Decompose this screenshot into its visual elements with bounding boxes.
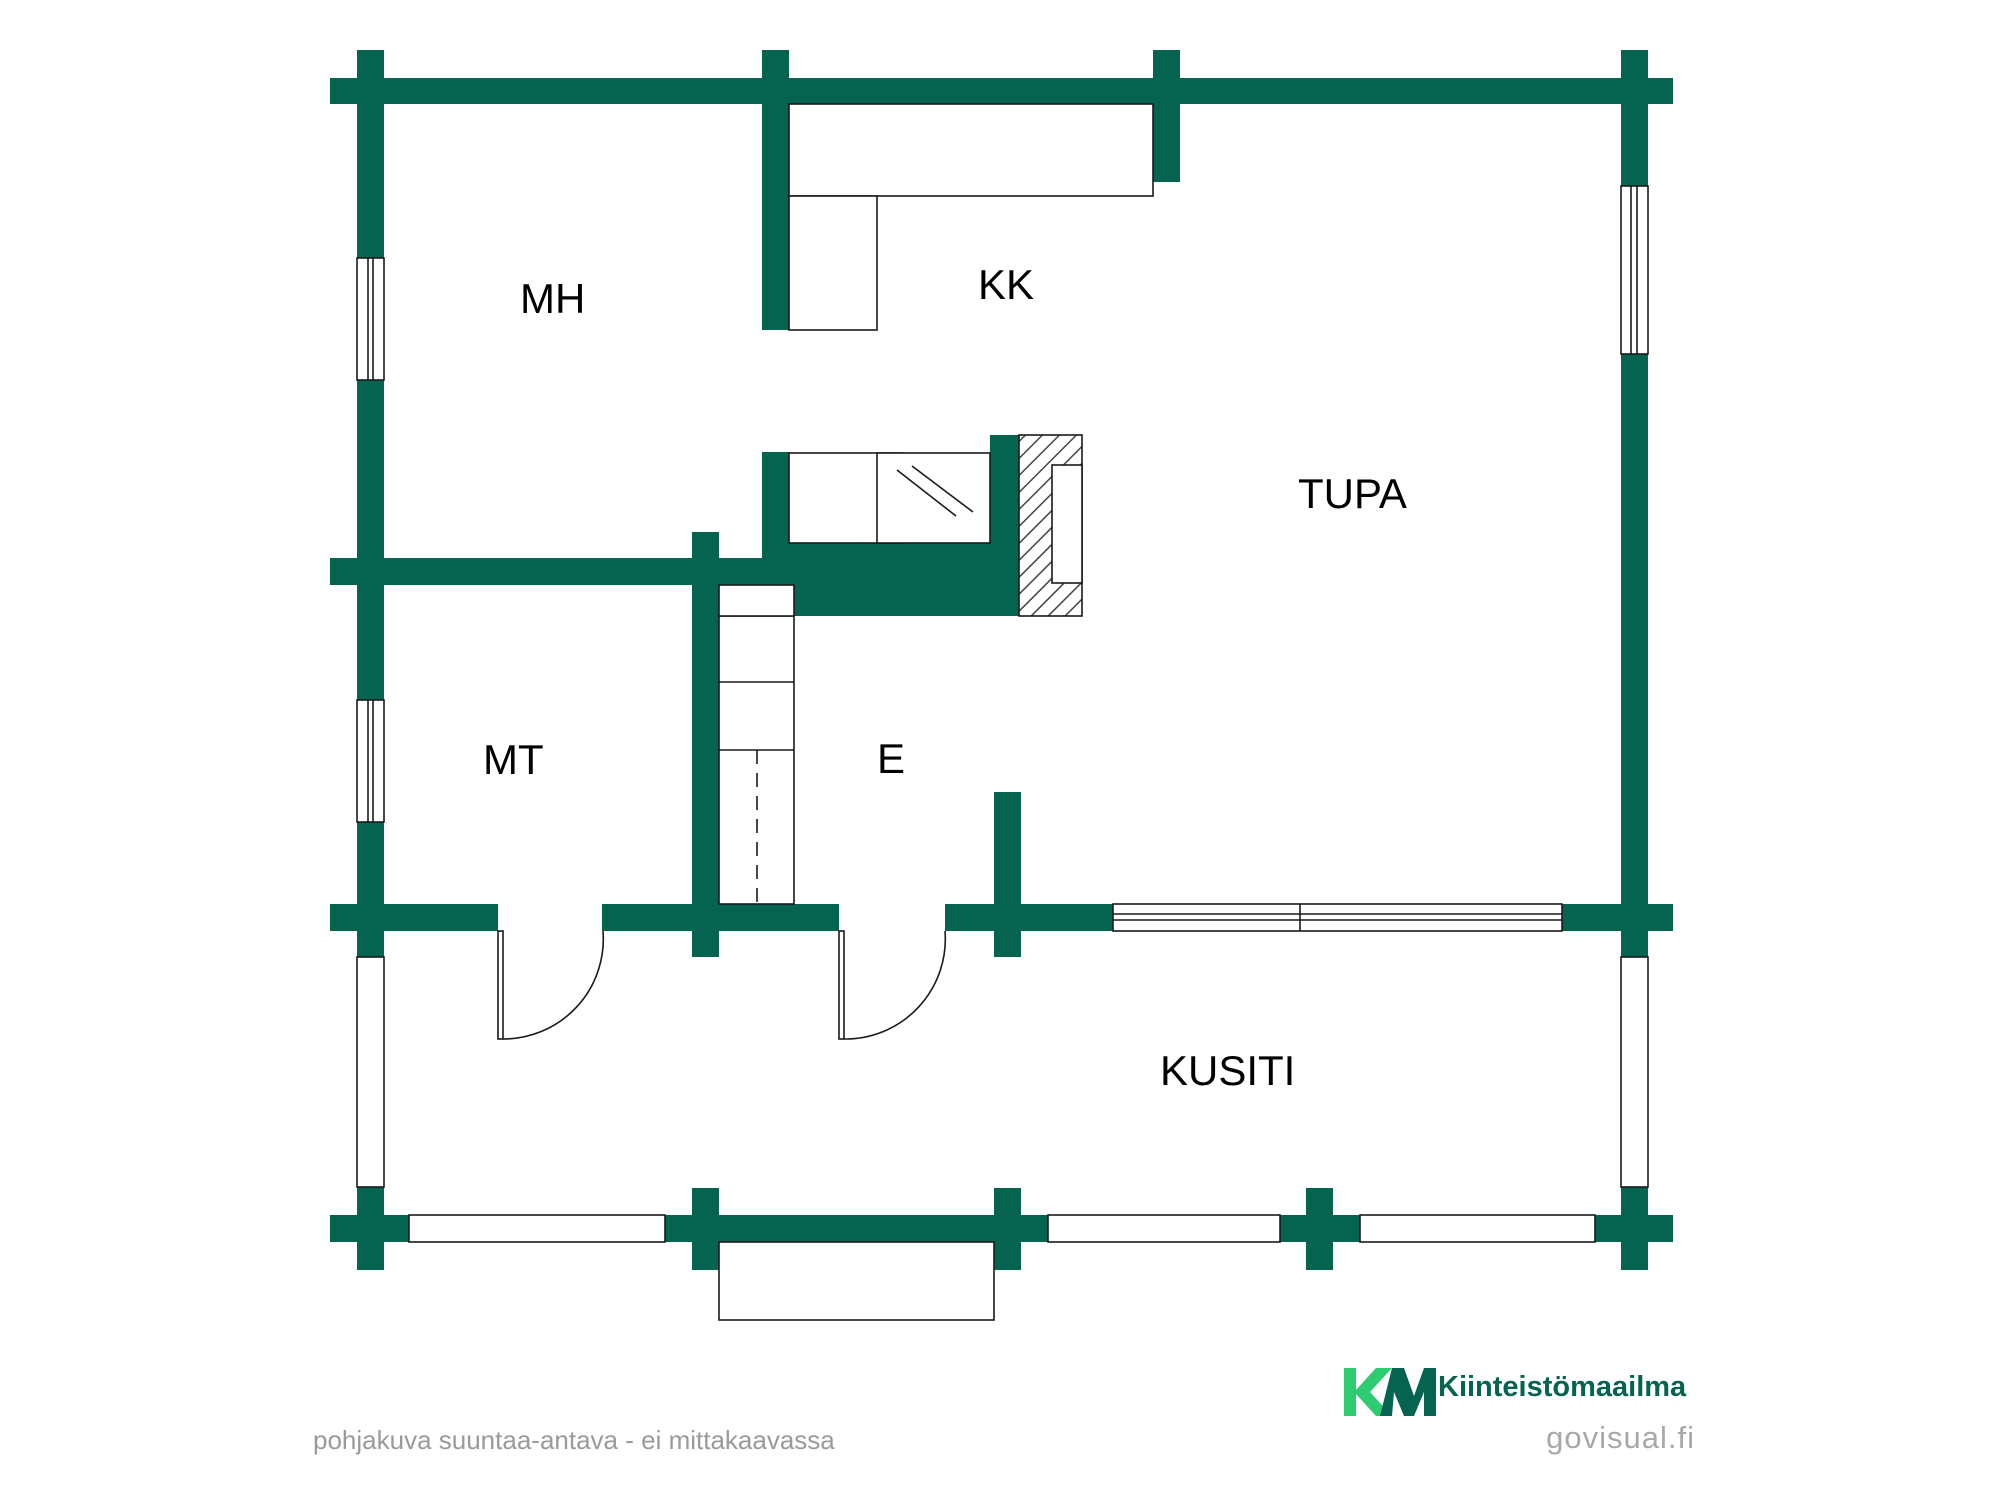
room-labels: MH KK TUPA MT E KUSITI: [483, 261, 1407, 1094]
walls: [330, 50, 1673, 1270]
room-label-mh: MH: [520, 275, 585, 322]
brand-name: Kiinteistömaailma: [1438, 1371, 1687, 1403]
km-logo-icon: [1344, 1368, 1436, 1416]
room-label-e: E: [877, 735, 905, 782]
disclaimer-text: pohjakuva suuntaa-antava - ei mittakaava…: [313, 1425, 835, 1455]
fixtures: [497, 103, 1154, 1321]
windows: [356, 185, 1649, 1243]
credit-link[interactable]: govisual.fi: [1546, 1420, 1695, 1455]
room-label-tupa: TUPA: [1298, 470, 1407, 517]
room-label-mt: MT: [483, 736, 544, 783]
room-label-kusiti: KUSITI: [1160, 1047, 1295, 1094]
room-label-kk: KK: [978, 261, 1034, 308]
